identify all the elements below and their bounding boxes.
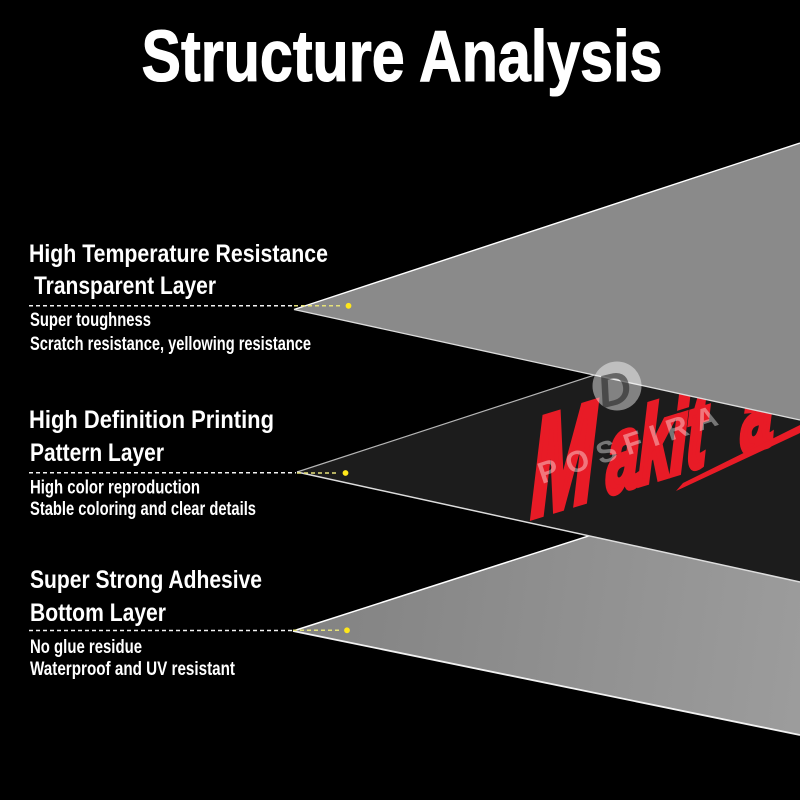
svg-text:Super Strong Adhesive: Super Strong Adhesive [30,566,262,594]
svg-text:Scratch resistance, yellowing: Scratch resistance, yellowing resistance [30,334,311,355]
svg-text:High color reproduction: High color reproduction [30,477,200,498]
svg-text:Super toughness: Super toughness [30,310,151,331]
svg-text:Waterproof and UV resistant: Waterproof and UV resistant [30,659,236,680]
svg-text:High Definition Printing: High Definition Printing [29,406,274,434]
svg-text:High Temperature Resistance: High Temperature Resistance [29,240,328,268]
svg-text:No glue residue: No glue residue [30,637,142,658]
svg-text:Pattern Layer: Pattern Layer [30,439,164,467]
svg-text:Transparent Layer: Transparent Layer [34,272,216,300]
svg-text:Stable coloring and clear deta: Stable coloring and clear details [30,499,256,520]
svg-text:Structure Analysis: Structure Analysis [142,17,663,97]
svg-text:Bottom Layer: Bottom Layer [30,599,166,627]
